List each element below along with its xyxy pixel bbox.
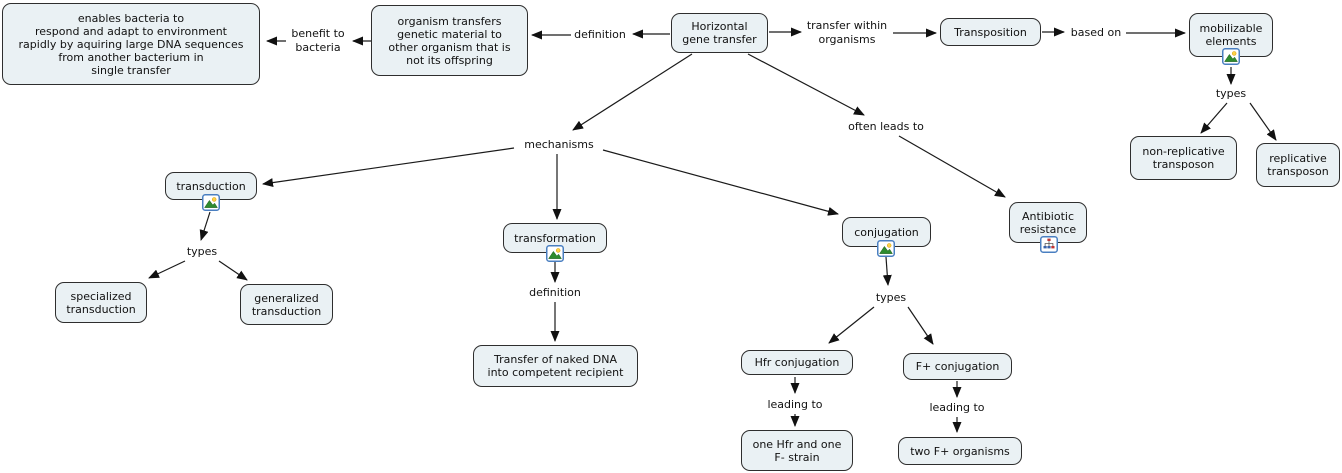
link-label-types-mobilizable: types — [1211, 86, 1251, 102]
link-label-based-on: based on — [1068, 25, 1124, 41]
link-label-often-leads-to: often leads to — [843, 119, 929, 135]
link-label-leading-to-hfr: leading to — [764, 397, 826, 413]
link-label-types-transduction: types — [182, 244, 222, 260]
concept-f-plus-conjugation[interactable]: F+ conjugation — [903, 353, 1012, 380]
concept-specialized-transduction[interactable]: specialized transduction — [55, 282, 147, 323]
concept-benefit-description[interactable]: enables bacteria to respond and adapt to… — [2, 3, 260, 85]
concept-replicative-transposon[interactable]: replicative transposon — [1256, 143, 1340, 187]
concept-naked-dna-transfer[interactable]: Transfer of naked DNA into competent rec… — [473, 345, 638, 387]
concept-two-f-plus-organisms[interactable]: two F+ organisms — [898, 437, 1022, 465]
connector-line — [199, 211, 211, 241]
concept-horizontal-gene-transfer[interactable]: Horizontal gene transfer — [671, 13, 768, 53]
concept-generalized-transduction[interactable]: generalized transduction — [240, 284, 333, 325]
connector-line — [602, 149, 839, 216]
picture-icon[interactable] — [1222, 48, 1240, 65]
concept-transposition[interactable]: Transposition — [940, 18, 1041, 46]
connector-line — [572, 53, 693, 131]
link-label-definition: definition — [572, 27, 628, 43]
connector-line — [907, 306, 934, 345]
link-label-transfer-within-organisms: transfer within organisms — [804, 19, 890, 47]
concept-non-replicative-transposon[interactable]: non-replicative transposon — [1130, 136, 1237, 180]
concept-hfr-conjugation[interactable]: Hfr conjugation — [741, 350, 853, 375]
connector-line — [1200, 102, 1228, 134]
connector-line — [262, 147, 515, 188]
connector-line — [828, 306, 875, 344]
link-label-definition-transformation: definition — [527, 285, 583, 301]
concept-one-hfr-one-f-minus[interactable]: one Hfr and one F- strain — [741, 430, 853, 471]
link-label-mechanisms: mechanisms — [516, 137, 602, 153]
connector-line — [148, 260, 186, 279]
picture-icon[interactable] — [202, 194, 220, 211]
connector-line — [898, 135, 1006, 198]
link-label-types-conjugation: types — [871, 290, 911, 306]
connector-line — [218, 260, 248, 281]
connector-line — [747, 53, 865, 116]
link-label-benefit-to-bacteria: benefit to bacteria — [286, 27, 350, 55]
picture-icon[interactable] — [877, 240, 895, 257]
connector-line — [882, 256, 892, 286]
concept-map-icon[interactable] — [1040, 236, 1058, 253]
concept-transduction[interactable]: transduction — [165, 172, 257, 200]
concept-hgt-definition[interactable]: organism transfers genetic material to o… — [371, 5, 528, 76]
connector-line — [1249, 102, 1277, 141]
link-label-leading-to-f-plus: leading to — [926, 400, 988, 416]
picture-icon[interactable] — [546, 245, 564, 262]
